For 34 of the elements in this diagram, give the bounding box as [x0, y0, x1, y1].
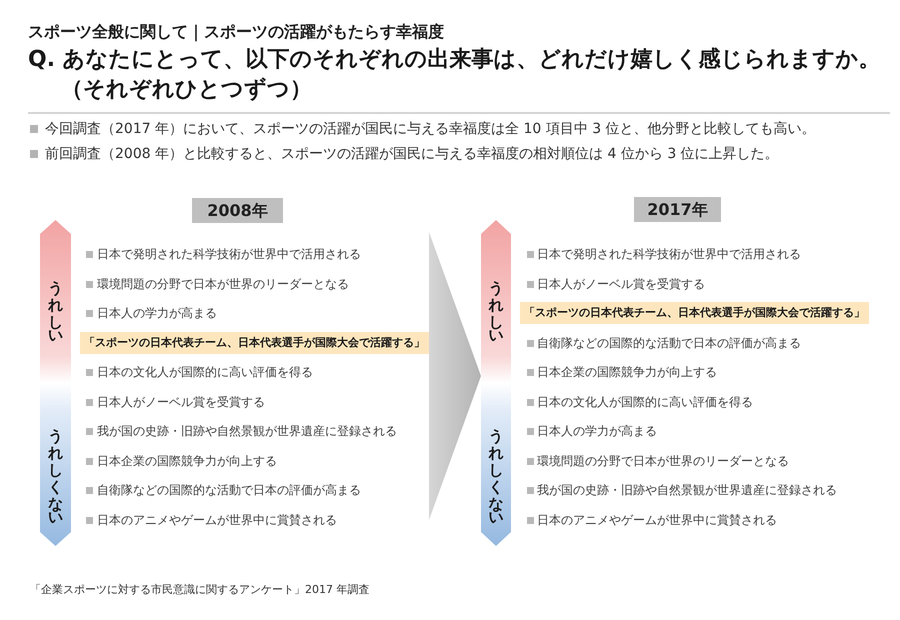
scale-label: うれしい: [488, 270, 504, 338]
item-text: 日本人がノーベル賞を受賞する: [97, 394, 265, 410]
item-text: 自衛隊などの国際的な活動で日本の評価が高まる: [537, 334, 801, 352]
item-text: 我が国の史跡・旧跡や自然景観が世界遺産に登録される: [97, 423, 397, 440]
item-text: 日本企業の国際競争力が向上する: [537, 364, 717, 381]
scale-arrow: [40, 220, 71, 546]
scale-label: うれしくない: [47, 418, 64, 520]
item-text: 日本人の学力が高まる: [537, 423, 657, 440]
item-text: 自衛隊などの国際的な活動で日本の評価が高まる: [97, 482, 361, 499]
item-text: 日本人の学力が高まる: [97, 305, 217, 322]
item-text: 日本企業の国際競争力が向上する: [97, 452, 277, 470]
item-text: 日本で発明された科学技術が世界中で活用される: [537, 246, 801, 263]
subtitle: スポーツ全般に関して｜スポーツの活躍がもたらす幸福度: [28, 21, 444, 43]
item-text: 日本の文化人が国際的に高い評価を得る: [537, 394, 753, 410]
item-text: 日本のアニメやゲームが世界中に賞賛される: [97, 512, 337, 528]
item-text: 環境問題の分野で日本が世界のリーダーとなる: [97, 276, 349, 292]
title: Q. あなたにとって、以下のそれぞれの出来事は、どれだけ嬉しく感じられますか。（それぞれひとつずつ）: [28, 46, 882, 104]
year-header: 2017年: [634, 197, 721, 222]
highlighted-item: 「スポーツの日本代表チーム、日本代表選手が国際大会で活躍する」: [520, 302, 869, 324]
scale-label: うれしくない: [488, 418, 504, 520]
caption: 「企業スポーツに対する市民意識に関するアンケート」2017 年調査: [30, 582, 370, 598]
summary-text: 今回調査（2017 年）において、スポーツの活躍が国民に与える幸福度は全 10 項目中 3 位と、他分野と比較しても高い。: [45, 120, 817, 139]
summary-text: 前回調査（2008 年）と比較すると、スポーツの活躍が国民に与える幸福度の相対順位は 4 位から 3 位に上昇した。: [45, 145, 780, 164]
chevron-arrow: [429, 232, 481, 520]
item-text: 日本で発明された科学技術が世界中で活用される: [97, 246, 361, 263]
scale-label: うれしい: [47, 270, 64, 338]
item-text: 日本のアニメやゲームが世界中に賞賛される: [537, 512, 777, 528]
item-text: 我が国の史跡・旧跡や自然景観が世界遺産に登録される: [537, 482, 837, 499]
year-header: 2008年: [192, 198, 283, 223]
highlighted-item: 「スポーツの日本代表チーム、日本代表選手が国際大会で活躍する」: [80, 332, 429, 354]
scale-arrow: [481, 220, 511, 546]
item-text: 日本人がノーベル賞を受賞する: [537, 276, 705, 292]
item-text: 日本の文化人が国際的に高い評価を得る: [97, 364, 313, 381]
item-text: 環境問題の分野で日本が世界のリーダーとなる: [537, 452, 789, 470]
